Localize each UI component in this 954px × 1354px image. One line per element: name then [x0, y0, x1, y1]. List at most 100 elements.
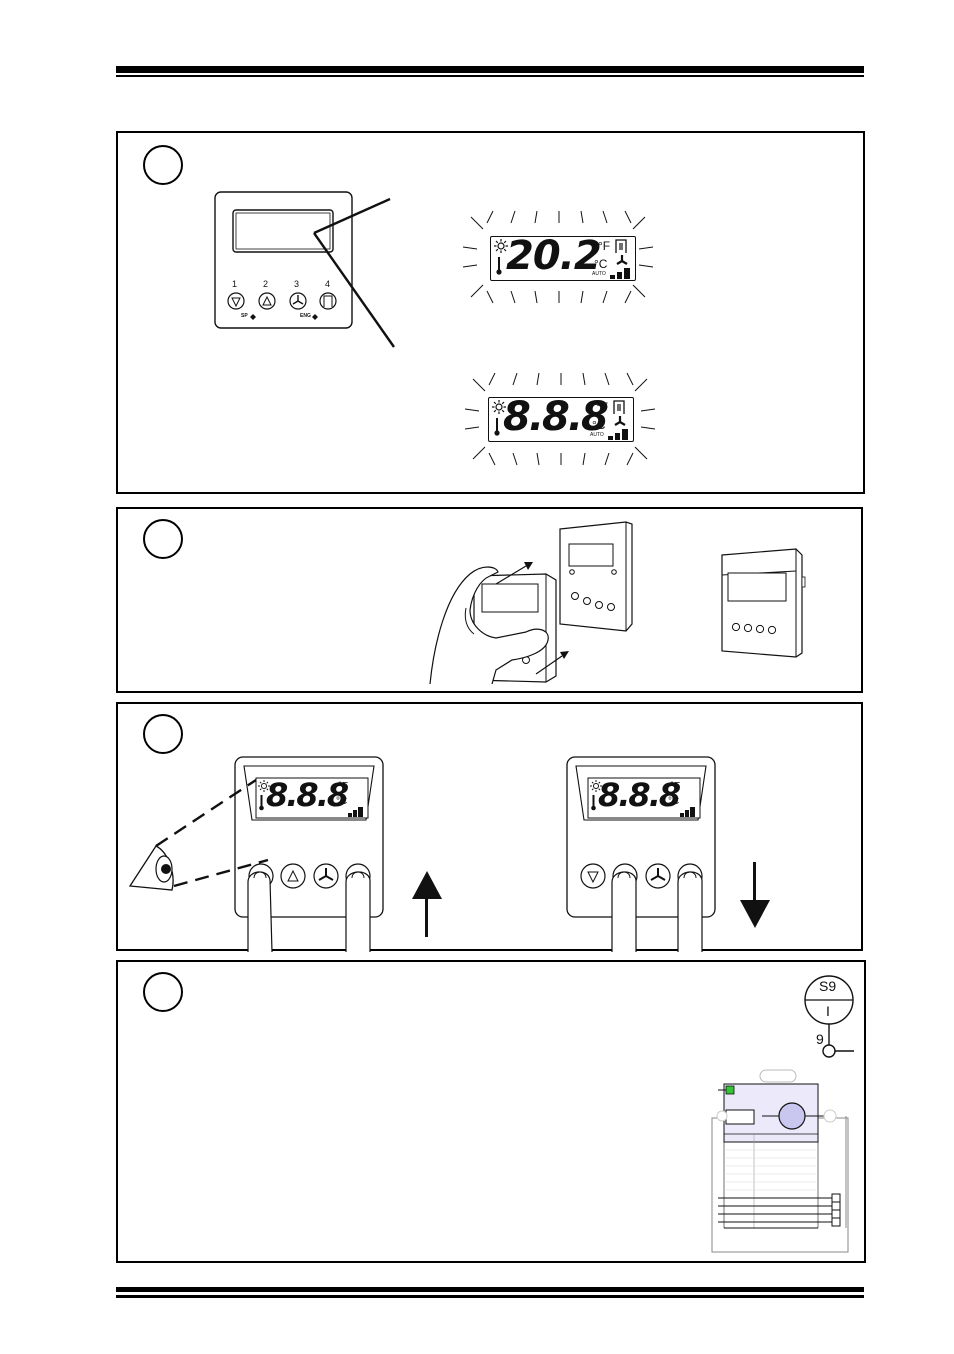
- circuit-board-illustration: [711, 1069, 849, 1253]
- unit-f: °F: [596, 400, 609, 414]
- flash-ray: [536, 452, 540, 466]
- button-number-2: 2: [263, 279, 269, 289]
- flash-ray: [640, 426, 656, 430]
- controller-right-illustration: [566, 756, 716, 952]
- flash-ray: [510, 210, 516, 224]
- flash-ray: [462, 264, 478, 268]
- panel-3-button-test: 8.8.8 °F °C: [116, 702, 863, 953]
- header-rule-thin: [116, 75, 864, 77]
- flash-ray: [632, 216, 646, 230]
- door-icon: [615, 239, 627, 253]
- button-number-1: 1: [232, 279, 238, 289]
- flash-ray: [488, 372, 496, 386]
- sp-label: SP: [241, 313, 248, 319]
- sun-icon: [492, 400, 506, 414]
- panel-1-display-check: 1 2 3 4 SP ENG 20.2 °F °C AUTO: [116, 131, 865, 494]
- fan-icon: [616, 255, 628, 265]
- flash-ray: [624, 210, 632, 224]
- sun-icon: [494, 239, 508, 253]
- button-number-3: 3: [294, 279, 300, 289]
- thermometer-icon: [259, 795, 264, 811]
- fan-icon: [614, 416, 626, 426]
- fan-speed-bars-icon: [348, 807, 363, 817]
- step-3-marker: [143, 714, 183, 754]
- flash-ray: [534, 210, 538, 224]
- flash-ray: [512, 372, 518, 386]
- sun-icon: [258, 780, 270, 792]
- thermometer-icon: [494, 418, 500, 436]
- footer-rule-thin: [116, 1295, 864, 1298]
- step-2-marker: [143, 519, 183, 559]
- flash-ray: [470, 216, 484, 230]
- thermometer-icon: [496, 257, 502, 275]
- panel-2-cover-removal: [116, 507, 863, 693]
- lcd-rays-1: [462, 210, 654, 304]
- flash-ray: [486, 210, 494, 224]
- flash-ray: [626, 452, 634, 466]
- unit-c: °C: [668, 796, 680, 807]
- lcd-value-left: 8.8.8: [266, 776, 349, 814]
- unit-f: °F: [670, 781, 681, 792]
- fuse-code: S9: [819, 978, 837, 994]
- fan-speed-bars-icon: [680, 807, 695, 817]
- lcd-display-test: 8.8.8 °F °C AUTO: [488, 394, 634, 442]
- lcd-value-test: 8.8.8: [503, 394, 609, 440]
- flash-ray: [582, 452, 586, 466]
- unit-c: °C: [594, 257, 608, 271]
- step-4-marker: [143, 972, 183, 1012]
- terminal-number: 9: [816, 1031, 824, 1047]
- fan-speed-bars-icon: [608, 429, 628, 440]
- unit-f: °F: [598, 239, 611, 253]
- flash-ray: [634, 446, 648, 460]
- fuse-symbol-text: I: [826, 1003, 830, 1019]
- lcd-display-right: 8.8.8 °F °C: [588, 776, 700, 819]
- unit-c: °C: [336, 796, 348, 807]
- flash-ray: [640, 408, 656, 412]
- flash-ray: [638, 246, 654, 250]
- flash-ray: [634, 378, 648, 392]
- auto-label: AUTO: [590, 432, 604, 438]
- flash-ray: [580, 210, 584, 224]
- display-pointer-lines: [313, 197, 395, 348]
- flash-ray: [472, 446, 486, 460]
- thermometer-icon: [591, 795, 596, 811]
- flash-ray: [624, 290, 632, 304]
- eye-sight-lines-illustration: [128, 778, 269, 891]
- flash-ray: [470, 284, 484, 298]
- sun-icon: [590, 780, 602, 792]
- flash-ray: [512, 452, 518, 466]
- door-icon: [613, 400, 625, 414]
- flash-ray: [464, 426, 480, 430]
- flash-ray: [582, 372, 586, 386]
- flash-ray: [626, 372, 634, 386]
- flash-ray: [604, 452, 610, 466]
- controller-front-illustration: [214, 191, 353, 329]
- flash-ray: [604, 372, 610, 386]
- auto-label: AUTO: [592, 271, 606, 277]
- lcd-value-normal: 20.2: [506, 233, 602, 279]
- flash-ray: [602, 290, 608, 304]
- button-number-4: 4: [325, 279, 331, 289]
- flash-ray: [632, 284, 646, 298]
- flash-ray: [486, 290, 494, 304]
- flash-ray: [510, 290, 516, 304]
- flash-ray: [536, 372, 540, 386]
- flash-ray: [602, 210, 608, 224]
- flash-ray: [638, 264, 654, 268]
- unit-c: °C: [592, 418, 606, 432]
- fan-speed-bars-icon: [610, 268, 630, 279]
- controller-left-illustration: [234, 756, 384, 953]
- hand-removing-cover-illustration: [429, 521, 633, 685]
- footer-rule-thick: [116, 1287, 864, 1292]
- step-1-marker: [143, 145, 183, 185]
- flash-ray: [462, 246, 478, 250]
- flash-ray: [472, 378, 486, 392]
- flash-ray: [464, 408, 480, 412]
- unit-f: °F: [338, 781, 349, 792]
- diamond-icons: [250, 314, 318, 320]
- eng-label: ENG: [300, 313, 311, 319]
- lcd-value-right: 8.8.8: [598, 776, 681, 814]
- panel-4-fuse-check: S9 I 9: [116, 960, 866, 1263]
- lcd-display-left: 8.8.8 °F °C: [256, 776, 368, 819]
- flash-ray: [534, 290, 538, 304]
